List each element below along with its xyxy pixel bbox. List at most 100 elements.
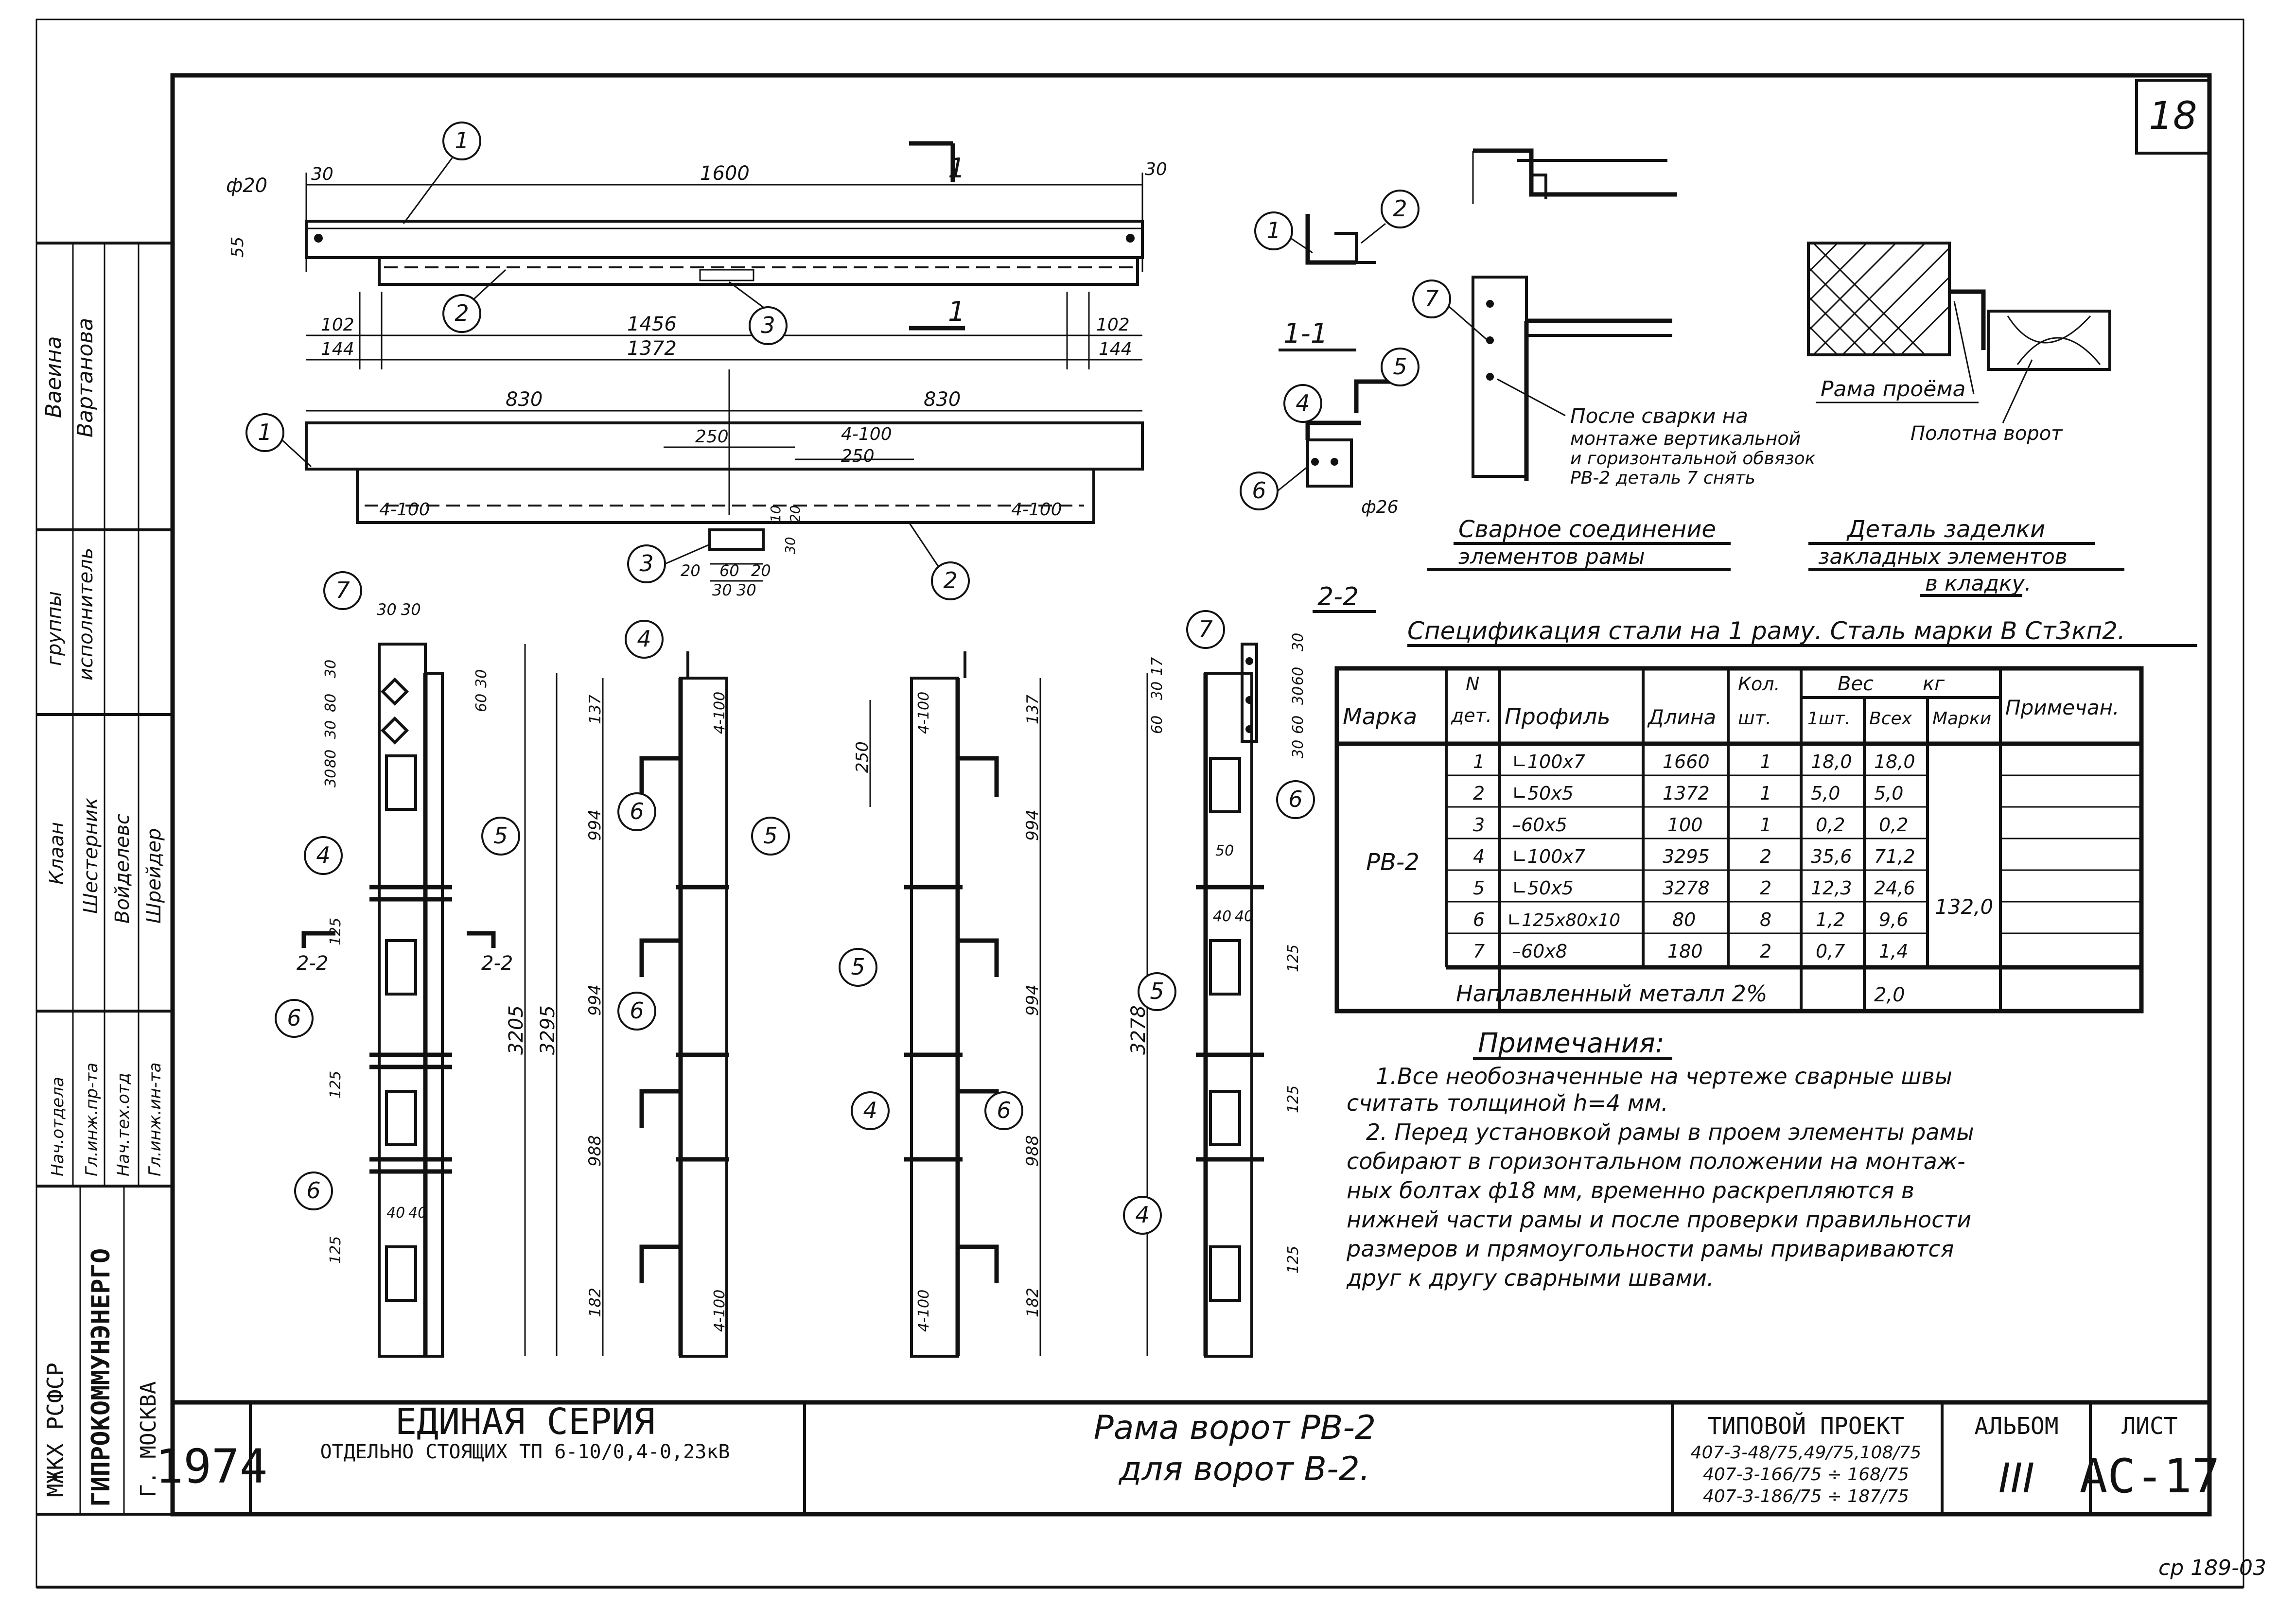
weld-caption-1: Сварное соединение	[1458, 516, 1716, 543]
weld-note-3: и горизонтальной обвязок	[1570, 449, 1816, 469]
masonry-hatch-box	[1807, 242, 1951, 356]
dim-e2-988: 988	[585, 1135, 605, 1167]
dim-830-left: 830	[506, 388, 543, 411]
dim-e4-40-a: 40	[1213, 908, 1231, 925]
spec-row-3: 3 –60х5 100 1 0,2 0,2	[1473, 814, 1908, 836]
specification: 2-2 Спецификация стали на 1 раму. Сталь …	[1313, 582, 2197, 1014]
hdr-profile: Профиль	[1505, 703, 1611, 730]
elevation-4-post	[1204, 672, 1253, 1358]
hdr-per-mark: Марки	[1932, 709, 1991, 729]
svg-text:100: 100	[1667, 814, 1703, 836]
dim-e1-40-a: 40	[386, 1205, 405, 1222]
inner-frame	[170, 73, 2212, 1517]
dim-20-a: 20	[681, 561, 701, 580]
signature-name-4: Клаан	[46, 822, 68, 885]
hdr-kg: кг	[1923, 673, 1945, 695]
hdr-det: дет.	[1451, 705, 1492, 726]
svg-text:24,6: 24,6	[1874, 877, 1915, 899]
hdr-note: Примечан.	[2005, 696, 2119, 719]
institute-name: ГИПРОКОММУНЭНЕРГО	[87, 1248, 116, 1507]
callout-5-e3: 5	[851, 954, 865, 980]
svg-text:18,0: 18,0	[1811, 751, 1852, 772]
svg-text:1,4: 1,4	[1879, 941, 1908, 962]
note-line-8: друг к другу сварными швами.	[1346, 1265, 1714, 1291]
svg-text:35,6: 35,6	[1811, 846, 1852, 867]
dim-4-100-right: 4-100	[1011, 500, 1062, 520]
hdr-mark: Марка	[1343, 703, 1417, 730]
svg-text:12,3: 12,3	[1811, 877, 1852, 899]
dim-e1-30-e: 30	[322, 769, 339, 787]
hdr-per-piece: 1шт.	[1807, 709, 1850, 729]
section-1-1: 1 2 1-1 7 После сварки на монтаже вертик…	[1240, 148, 2124, 597]
album-label: АЛЬБОМ	[1974, 1413, 2058, 1440]
callout-2-sec: 2	[1393, 195, 1407, 222]
outer-border	[35, 18, 2244, 1588]
dim-e1-30-c: 30	[322, 660, 339, 678]
left-strip: Ваеина Вартанова группы исполнитель Шрей…	[36, 242, 173, 1516]
notes-title: Примечания:	[1478, 1028, 1665, 1059]
callout-2-top: 2	[455, 300, 469, 326]
section-mark-mid: 1	[948, 296, 965, 328]
svg-text:2: 2	[1760, 941, 1771, 962]
svg-text:2: 2	[1760, 877, 1771, 899]
svg-text:∟50х5: ∟50х5	[1512, 783, 1574, 804]
svg-text:2: 2	[1760, 846, 1771, 867]
dim-e4-60-b: 60	[1290, 667, 1307, 685]
callout-4-e2: 4	[637, 626, 651, 652]
weld-metal-value: 2,0	[1874, 984, 1905, 1006]
dim-e1-80-a: 80	[322, 694, 339, 712]
svg-text:∟100х7: ∟100х7	[1512, 846, 1585, 867]
dim-e4-30-c: 30	[1290, 686, 1307, 705]
spec-row-5: 5 ∟50х5 3278 2 12,3 24,6	[1473, 877, 1915, 899]
callout-5-weld: 5	[1393, 353, 1407, 380]
dim-diam-26: ф26	[1361, 497, 1399, 517]
svg-text:18,0: 18,0	[1874, 751, 1915, 772]
svg-text:3: 3	[1473, 814, 1485, 836]
dim-top-30-right: 30	[1145, 159, 1167, 179]
callout-1-top: 1	[455, 127, 469, 154]
section-2-2-label: 2-2	[1317, 582, 1359, 612]
spec-mark-value: РВ-2	[1366, 849, 1420, 876]
dim-250-a: 250	[695, 427, 729, 447]
svg-text:4: 4	[1473, 846, 1485, 867]
page-number-box	[2135, 79, 2211, 155]
dim-830-right: 830	[924, 388, 961, 411]
hdr-det-n: N	[1466, 673, 1479, 695]
frame-opening-label: Рама проёма	[1821, 377, 1965, 402]
dim-e4-50: 50	[1215, 842, 1234, 859]
role-4: Нач.отдела	[48, 1077, 68, 1176]
detail-caption-1: Деталь заделки	[1846, 516, 2045, 543]
callout-6-e1a: 6	[287, 1005, 301, 1031]
dim-e2-4-100-a: 4-100	[711, 692, 728, 734]
spec-row-2: 2 ∟50х5 1372 1 5,0 5,0	[1473, 783, 1903, 804]
angle-2-lower	[356, 468, 1095, 524]
dim-e1-30-a: 30	[377, 600, 397, 619]
callout-4-weld: 4	[1296, 390, 1310, 416]
drawing-title-line1: Рама ворот РВ-2	[1094, 1409, 1376, 1447]
drawing-title-line2: для ворот В-2.	[1119, 1450, 1370, 1488]
section-mark-top: 1	[948, 153, 965, 184]
dim-e3-250: 250	[853, 741, 872, 773]
hdr-weight: Вес	[1838, 673, 1874, 695]
sheet-label: ЛИСТ	[2121, 1413, 2178, 1440]
dim-30-c: 30	[782, 537, 798, 554]
svg-text:7: 7	[1473, 941, 1485, 962]
callout-5-e2: 5	[763, 822, 777, 849]
weld-caption-2: элементов рамы	[1458, 544, 1645, 569]
dim-e1-30-b: 30	[401, 600, 421, 619]
callout-1-sec: 1	[1266, 217, 1280, 244]
dim-144-left: 144	[321, 339, 354, 359]
series-subtitle: ОТДЕЛЬНО СТОЯЩИХ ТП 6-10/0,4-0,23кВ	[320, 1441, 730, 1463]
svg-text:–60х8: –60х8	[1512, 941, 1567, 962]
svg-text:2: 2	[1473, 783, 1485, 804]
dim-3295: 3295	[537, 1005, 559, 1055]
dim-e4-17: 17	[1149, 657, 1166, 676]
dim-3205: 3205	[505, 1005, 527, 1055]
dim-e1-40-b: 40	[408, 1205, 427, 1222]
svg-text:5,0: 5,0	[1874, 783, 1903, 804]
dim-e2-182: 182	[586, 1288, 604, 1317]
callout-5-e4: 5	[1150, 978, 1164, 1004]
svg-text:9,6: 9,6	[1879, 909, 1908, 930]
svg-text:0,2: 0,2	[1816, 814, 1845, 836]
callout-4-e3: 4	[863, 1097, 877, 1123]
